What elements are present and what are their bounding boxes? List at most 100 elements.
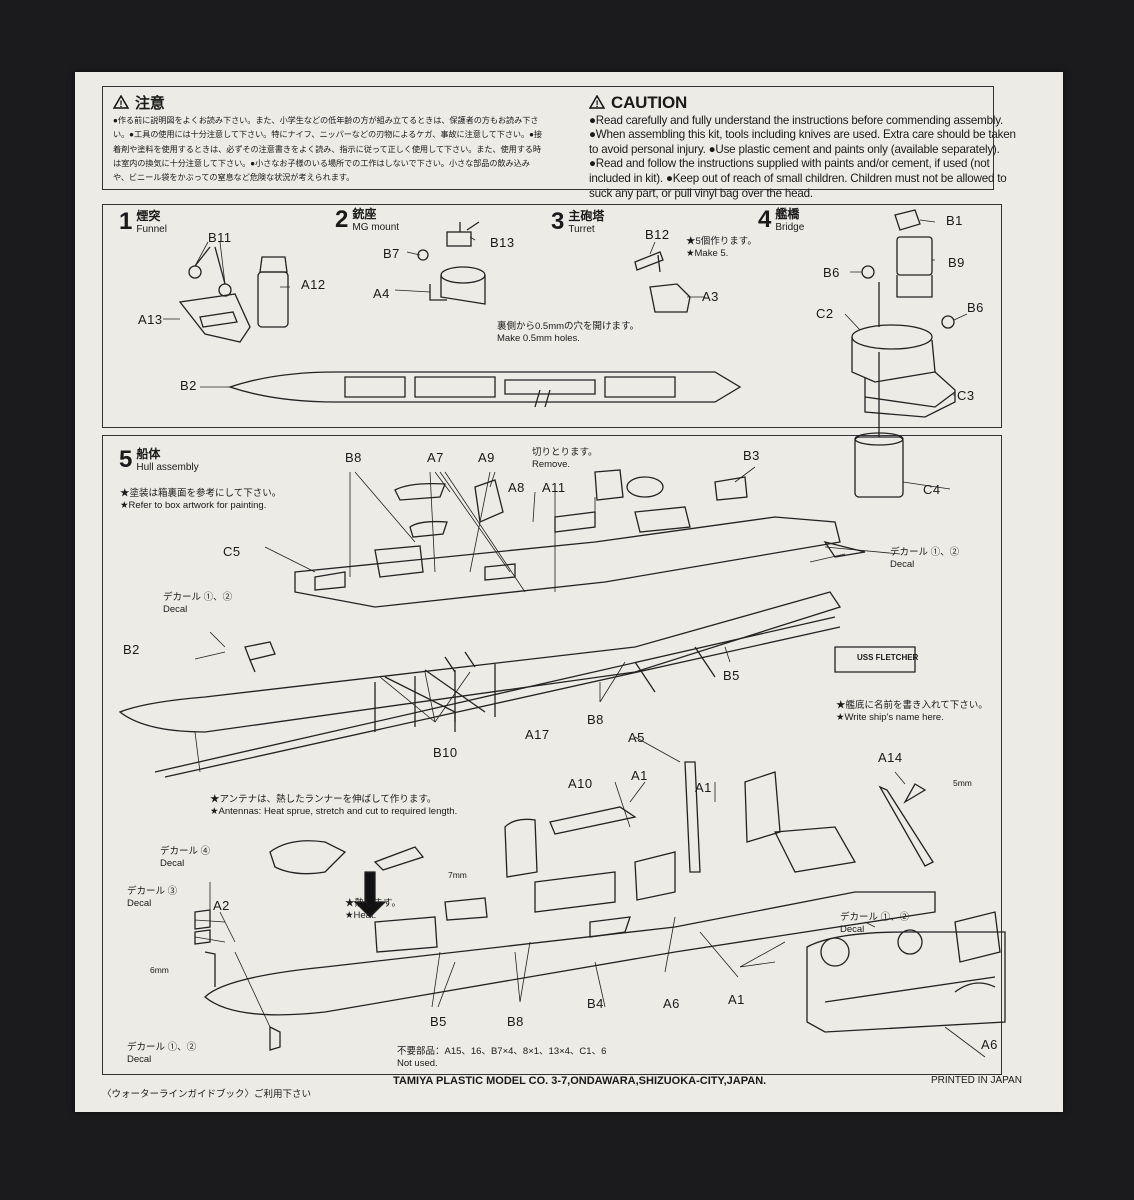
step-title-jp: 銃座 — [352, 207, 377, 221]
footer-company: TAMIYA PLASTIC MODEL CO. 3-7,ONDAWARA,SH… — [393, 1075, 767, 1087]
part-label: B3 — [743, 448, 760, 463]
part-label: C4 — [923, 482, 941, 497]
part-label: A6 — [981, 1037, 998, 1052]
caution-jp-title: 注意 — [135, 94, 165, 112]
part-label: A1 — [728, 992, 745, 1007]
step-title-en: Funnel — [136, 224, 167, 235]
note-en: Decal — [127, 1054, 152, 1065]
note-en: Decal — [840, 924, 865, 935]
part-label: B1 — [946, 213, 963, 228]
heat-note: ★熱します。★Heat. — [345, 898, 401, 922]
note-jp: ★塗装は箱裏面を参考にして下さい。 — [120, 488, 282, 499]
remove-note: 切りとります。Remove. — [532, 447, 598, 471]
step-5-box — [102, 435, 1002, 1075]
caution-box: ! 注意 ●作る前に説明図をよくお読み下さい。また、小学生などの低年齢の方が組み立… — [102, 86, 1016, 200]
step-title-en: MG mount — [352, 222, 400, 233]
caution-english: ! CAUTION ●Read carefully and fully under… — [588, 93, 1019, 201]
step-title-jp: 主砲塔 — [568, 209, 605, 223]
note-jp: 裏側から0.5mmの穴を開けます。 — [497, 321, 640, 332]
caution-en-title: CAUTION — [611, 93, 688, 112]
part-label: B9 — [948, 255, 965, 270]
holes-note: 裏側から0.5mmの穴を開けます。Make 0.5mm holes. — [497, 321, 639, 345]
length-5mm: 5mm — [953, 778, 972, 788]
note-en: Remove. — [532, 459, 571, 470]
note-en: ★Heat. — [345, 910, 377, 921]
note-jp: 切りとります。 — [532, 447, 598, 458]
part-label: C3 — [957, 388, 975, 403]
part-label: A9 — [478, 450, 495, 465]
length-7mm: 7mm — [448, 870, 467, 880]
part-label: B8 — [587, 712, 604, 727]
antenna-note: ★アンテナは、熱したランナーを伸ばして作ります。★Antennas: Heat … — [210, 794, 457, 818]
warning-triangle-icon: ! — [112, 94, 130, 112]
part-label: A11 — [542, 480, 566, 495]
part-label: B10 — [433, 745, 458, 760]
part-label: B5 — [430, 1014, 447, 1029]
step-title-jp: 煙突 — [136, 209, 161, 223]
part-label: A13 — [138, 312, 163, 327]
step-number: 1 — [119, 208, 133, 235]
part-label: B11 — [208, 230, 232, 245]
note-jp: デカール ①、② — [840, 912, 910, 923]
caution-en-text: ●Read carefully and fully understand the… — [589, 113, 1016, 200]
upper-hull-assembly-drawing — [118, 469, 916, 778]
part-label: A12 — [301, 277, 326, 292]
note-en: Not used. — [397, 1058, 438, 1069]
part-label: C5 — [223, 544, 241, 559]
make5-note: ★5個作ります。★Make 5. — [686, 236, 757, 260]
note-en: Make 0.5mm holes. — [497, 333, 580, 344]
mg-mount-drawing — [417, 221, 486, 305]
part-label: A5 — [628, 730, 645, 745]
note-en: Decal — [890, 559, 915, 570]
step-title-jp: 船体 — [136, 447, 161, 461]
length-6mm: 6mm — [150, 965, 169, 975]
note-jp: ★艦底に名前を書き入れて下さい。 — [836, 700, 988, 711]
bridge-drawing — [851, 209, 956, 498]
step-title-jp: 艦橋 — [775, 207, 800, 221]
part-label: A4 — [373, 286, 390, 301]
note-jp: デカール ①、② — [127, 1042, 197, 1053]
note-jp: ★熱します。 — [345, 898, 402, 909]
part-label: B13 — [490, 235, 515, 250]
step-number: 4 — [758, 206, 772, 233]
step-number: 2 — [335, 206, 349, 233]
note-en: ★Antennas: Heat sprue, stretch and cut t… — [210, 806, 458, 817]
paint-note: ★塗装は箱裏面を参考にして下さい。★Refer to box artwork f… — [120, 488, 281, 512]
leader-lines — [163, 219, 986, 1058]
note-jp: デカール ④ — [160, 846, 211, 857]
part-label: B8 — [507, 1014, 524, 1029]
note-jp: デカール ③ — [127, 886, 178, 897]
warning-triangle-icon: ! — [588, 94, 606, 112]
part-label: A2 — [213, 898, 230, 913]
note-jp: ★5個作ります。 — [686, 236, 757, 247]
note-jp: デカール ①、② — [163, 592, 233, 603]
lower-hull-assembly-drawing — [194, 761, 936, 1051]
funnel-parts-drawing — [178, 246, 289, 343]
svg-text:!: ! — [596, 99, 599, 109]
footer-guidebook: 〈ウォーターラインガイドブック〉ご利用下さい — [102, 1089, 312, 1100]
ship-name-note: ★艦底に名前を書き入れて下さい。★Write ship's name here. — [836, 700, 988, 724]
note-jp: ★アンテナは、熱したランナーを伸ばして作ります。 — [210, 794, 437, 805]
note-en: Decal — [127, 898, 152, 909]
note-en: Decal — [163, 604, 188, 615]
detail-inset-drawing — [806, 911, 1006, 1033]
step-number: 3 — [551, 208, 565, 235]
step-title-en: Hull assembly — [136, 462, 199, 473]
part-label: B12 — [645, 227, 670, 242]
note-en: ★Refer to box artwork for painting. — [120, 500, 267, 511]
turret-drawing — [634, 251, 691, 313]
part-label: A8 — [508, 480, 525, 495]
part-label: B2 — [180, 378, 197, 393]
deck-plan-drawing — [227, 371, 742, 408]
caution-jp-text: ●作る前に説明図をよくお読み下さい。また、小学生などの低年齢の方が組み立てるとき… — [113, 116, 543, 183]
note-en: ★Make 5. — [686, 248, 729, 259]
part-label: A7 — [427, 450, 444, 465]
svg-text:!: ! — [120, 99, 123, 109]
